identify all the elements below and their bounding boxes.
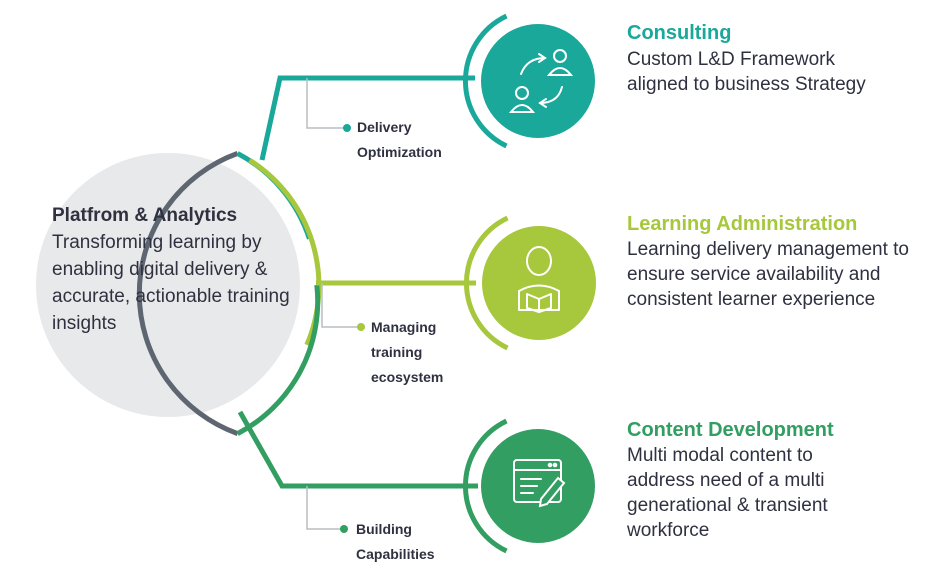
node-learning-admin-arc xyxy=(464,215,509,351)
branch-label-line: Managing xyxy=(371,319,437,335)
dot-managing xyxy=(357,323,365,331)
document-edit-icon xyxy=(513,459,566,508)
node-learning-admin xyxy=(482,226,596,340)
service-title-learning-admin: Learning Administration xyxy=(627,213,858,235)
dot-building xyxy=(340,525,348,533)
branch-label-line: training xyxy=(371,344,423,360)
connector-consulting xyxy=(259,75,475,161)
node-content-dev-arc xyxy=(463,418,508,554)
branch-label-building: Building Capabilities xyxy=(356,517,435,567)
service-title-consulting: Consulting xyxy=(627,22,732,44)
dot-delivery xyxy=(343,124,351,132)
people-exchange-icon xyxy=(508,49,574,113)
node-consulting xyxy=(481,24,595,138)
branch-label-line: Capabilities xyxy=(356,546,435,562)
branch-label-managing: Managing training ecosystem xyxy=(371,315,443,390)
node-consulting-arc xyxy=(463,13,508,149)
hub-circle xyxy=(36,153,300,417)
service-description-consulting: Custom L&D Framework aligned to business… xyxy=(627,49,866,95)
branch-label-line: Delivery xyxy=(357,119,412,135)
hub-ring-gray xyxy=(136,151,239,436)
hub-description: Transforming learning by enabling digita… xyxy=(52,232,290,334)
branch-label-delivery: Delivery Optimization xyxy=(357,115,442,165)
hub-title: Platfrom & Analytics xyxy=(52,205,238,226)
branch-label-line: Building xyxy=(356,521,412,537)
hub-ring-green xyxy=(236,284,321,436)
tick-building xyxy=(306,486,343,530)
branch-label-line: ecosystem xyxy=(371,369,444,385)
connector-content-dev xyxy=(237,410,478,489)
branch-label-line: Optimization xyxy=(357,144,442,160)
service-description-content-dev: Multi modal content to address need of a… xyxy=(627,445,828,541)
service-title-content-dev: Content Development xyxy=(627,419,834,441)
reader-with-book-icon xyxy=(518,246,560,313)
service-description-learning-admin: Learning delivery management to ensure s… xyxy=(627,239,910,310)
tick-managing xyxy=(321,283,360,328)
hub-text: Platfrom & Analytics Transforming learni… xyxy=(52,202,292,337)
tick-delivery xyxy=(306,78,346,129)
